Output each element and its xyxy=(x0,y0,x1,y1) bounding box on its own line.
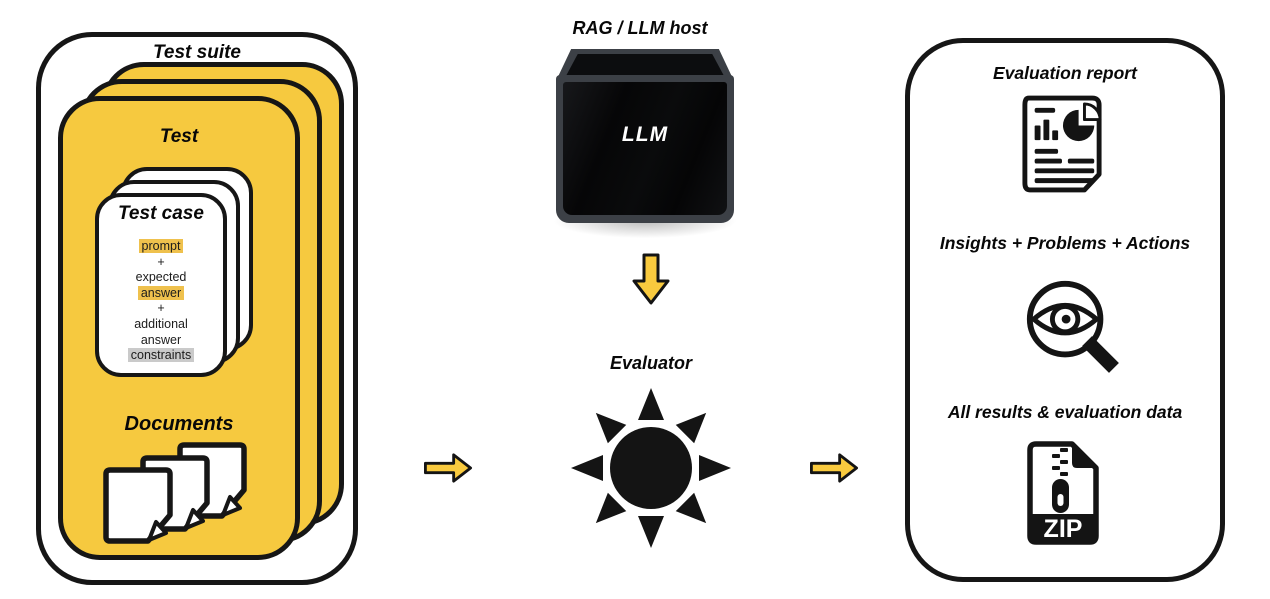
eye-magnifier-icon xyxy=(1026,280,1119,373)
box-face xyxy=(563,82,727,215)
right-arrow-icon xyxy=(423,453,472,483)
test-case-line: expected xyxy=(135,270,187,285)
test-case-line: + xyxy=(157,301,165,316)
constraints-highlight: constraints xyxy=(127,348,195,363)
llm-box-label: LLM xyxy=(621,123,669,146)
answer-highlight: answer xyxy=(137,285,185,300)
zip-file-icon: ZIP xyxy=(1027,441,1099,545)
test-case-card-front xyxy=(95,193,227,377)
document-stack-icon xyxy=(101,441,247,547)
report-icon xyxy=(1022,95,1102,193)
zip-label: ZIP xyxy=(1044,515,1083,543)
test-case-line: additional xyxy=(134,316,188,331)
evaluation-report-title: Evaluation report xyxy=(993,63,1137,83)
test-case-content: prompt + expected answer + additional an… xyxy=(97,239,225,364)
sun-icon xyxy=(571,388,731,548)
test-case-line: + xyxy=(157,254,165,269)
evaluator-title: Evaluator xyxy=(609,353,693,373)
black-box-icon: LLM xyxy=(528,49,762,243)
test-suite-title: Test suite xyxy=(153,42,241,63)
right-arrow-icon xyxy=(810,453,858,483)
llm-host-title: RAG / LLM host xyxy=(572,18,708,38)
test-title: Test xyxy=(159,126,199,147)
test-case-line: answer xyxy=(97,285,225,302)
all-results-title: All results & evaluation data xyxy=(947,402,1183,422)
prompt-highlight: prompt xyxy=(138,239,184,253)
test-case-line: prompt xyxy=(97,239,225,255)
test-case-line: constraints xyxy=(97,348,225,364)
test-case-line: answer xyxy=(140,332,182,347)
down-arrow-icon xyxy=(632,253,670,305)
documents-title: Documents xyxy=(124,413,234,435)
test-case-title: Test case xyxy=(118,203,204,224)
insights-title: Insights + Problems + Actions xyxy=(939,233,1191,253)
